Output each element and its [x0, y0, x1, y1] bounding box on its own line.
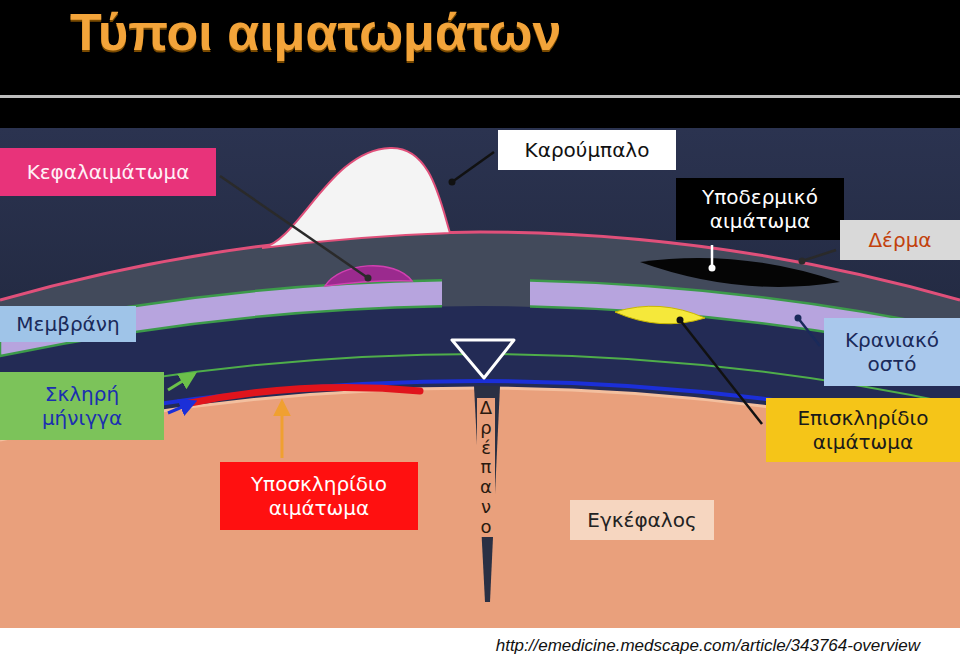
source-url: http://emedicine.medscape.com/article/34… — [496, 636, 920, 656]
cephalhematoma-blob — [325, 266, 412, 286]
leader-dot — [795, 315, 802, 322]
leader-dot — [677, 317, 684, 324]
epidural-box: Επισκληρίδιο αιμάτωμα — [766, 398, 960, 462]
box-text: Καρούμπαλο — [525, 138, 650, 162]
subdermal-blob — [640, 258, 840, 287]
box-text: Εγκέφαλος — [587, 508, 696, 532]
subdural-box: Υποσκληρίδιο αιμάτωμα — [220, 462, 418, 530]
leaders — [168, 152, 836, 458]
falx-label: Δρέπανο — [477, 398, 495, 537]
subdural-arrow — [281, 402, 284, 458]
epidural-blob — [615, 306, 705, 324]
falx-slit — [474, 386, 500, 602]
frame-line — [0, 95, 960, 98]
art-part — [0, 280, 442, 356]
bump-box: Καρούμπαλο — [498, 130, 676, 170]
subdermal-box: Υποδερμικό αιμάτωμα — [676, 178, 844, 240]
leader-line — [680, 320, 762, 424]
subdural-line — [185, 388, 420, 404]
panel — [0, 128, 960, 628]
skin — [0, 232, 960, 628]
box-text: Επισκληρίδιο αιμάτωμα — [774, 406, 952, 454]
box-text: Κεφαλαιμάτωμα — [27, 160, 190, 184]
box-text: Μεμβράνη — [16, 312, 119, 336]
leader-dot — [449, 179, 456, 186]
skin-line — [0, 232, 960, 300]
box-text: Δέρμα — [868, 228, 931, 252]
membrane-arrow — [168, 374, 194, 390]
dura-box: Σκληρή μήνιγγα — [0, 372, 164, 440]
dura-arrow — [168, 402, 194, 413]
box-text: Υποσκληρίδιο αιμάτωμα — [228, 472, 410, 520]
leader-line — [220, 176, 368, 278]
cephalhematoma-box: Κεφαλαιμάτωμα — [0, 148, 216, 196]
leader-line — [802, 250, 836, 261]
scalp-bump — [262, 148, 450, 248]
skull-bone — [0, 280, 442, 356]
leader-dot — [799, 258, 806, 265]
title: Τύποι αιματωμάτων — [70, 2, 561, 62]
leader-line — [798, 318, 820, 346]
leader-dot — [365, 275, 372, 282]
leader-dot — [709, 265, 716, 272]
footer-band — [0, 628, 960, 664]
bone-box: Κρανιακό οστό — [824, 318, 960, 386]
dura-region — [0, 306, 960, 628]
box-text: Σκληρή μήνιγγα — [8, 382, 156, 430]
box-text: Υποδερμικό αιμάτωμα — [684, 185, 836, 233]
box-text: Κρανιακό οστό — [832, 328, 952, 376]
membrane-box: Μεμβράνη — [0, 306, 136, 342]
sinus — [452, 340, 514, 378]
leader-line — [452, 152, 494, 182]
skin-box: Δέρμα — [840, 220, 960, 260]
brain-box: Εγκέφαλος — [570, 500, 714, 540]
